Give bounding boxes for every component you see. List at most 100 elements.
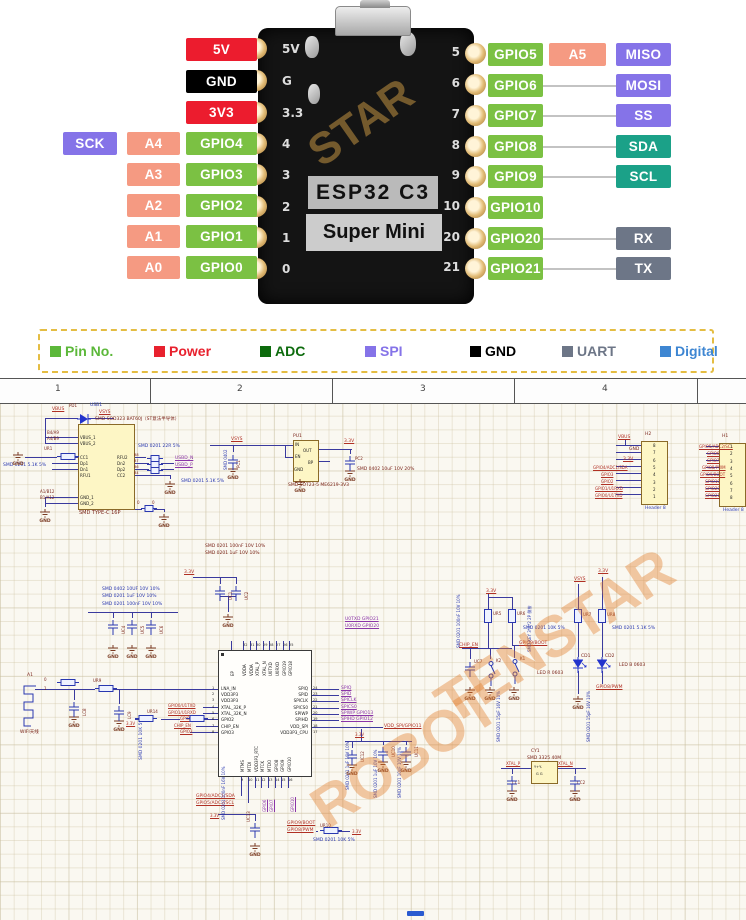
ground-symbol: GND xyxy=(505,687,523,703)
wire xyxy=(161,463,174,464)
board-pad-right xyxy=(465,43,486,64)
wire xyxy=(154,509,164,510)
wire xyxy=(310,727,383,728)
wire xyxy=(133,469,149,470)
capacitor-symbol xyxy=(346,750,358,765)
sch-text: SMD SOT23-5 ME6219-3V3 xyxy=(288,483,350,488)
pinout-label-a1: A1 xyxy=(127,225,180,248)
sch-text: OUT xyxy=(303,448,312,453)
wire xyxy=(333,831,350,832)
sch-text: LC8 xyxy=(82,708,87,716)
sch-text: XTAL_P xyxy=(255,661,260,676)
wire xyxy=(200,719,218,720)
sch-text: VDD3P3_CPU xyxy=(280,730,308,735)
gnd-label: GND xyxy=(400,769,412,774)
sch-text: GPIO8/PWM xyxy=(287,828,314,833)
sch-text: SMD 0201 10K 5% xyxy=(523,626,565,631)
sch-text: GPIO6 xyxy=(707,451,720,456)
resistor-symbol xyxy=(484,609,492,623)
sch-text: G G xyxy=(536,772,543,776)
sch-text: VBUS_2 xyxy=(80,441,96,446)
board-pad-right xyxy=(465,197,486,218)
sch-text: 5 xyxy=(730,473,733,479)
sch-text: A1/B12 xyxy=(40,489,55,494)
ground-symbol: GND xyxy=(246,843,264,859)
sch-text: GPIO21 xyxy=(705,493,720,498)
sch-text: GPIO1/U1RXD xyxy=(595,486,623,491)
gnd-label: GND xyxy=(569,798,581,803)
column-number: 1 xyxy=(55,384,61,394)
resistor-symbol xyxy=(57,679,79,686)
sch-text: 24 xyxy=(313,686,318,690)
wire xyxy=(88,418,114,419)
wire xyxy=(131,509,142,510)
sch-text: RFU1 xyxy=(80,473,91,478)
wire xyxy=(616,480,641,481)
ground-symbol: GND xyxy=(481,687,499,703)
gnd-label: GND xyxy=(145,655,157,660)
pinout-label-5v: 5V xyxy=(186,38,257,61)
legend-swatch xyxy=(562,345,573,357)
wire xyxy=(45,497,78,498)
sch-text: SPICLK xyxy=(341,698,357,703)
wire xyxy=(283,641,284,650)
component-body xyxy=(719,443,746,507)
wire xyxy=(193,577,236,578)
sch-text: XTAL_N xyxy=(262,661,267,676)
wire xyxy=(706,488,719,489)
pinout-label-gpio5: GPIO5 xyxy=(488,43,543,66)
wire xyxy=(616,459,641,460)
sch-text: CC2 xyxy=(577,780,586,785)
wire xyxy=(488,597,512,598)
wire xyxy=(706,481,719,482)
usb-connector-tab xyxy=(360,0,390,8)
sch-text: UC7 xyxy=(474,659,483,664)
sch-text: GPIO9/BOOT xyxy=(519,641,548,646)
sch-text: CHIP_EN xyxy=(174,723,191,728)
sch-text: 6 xyxy=(653,457,656,463)
board-pin-text-left: 0 xyxy=(282,262,291,276)
sch-text: GPIO19 xyxy=(282,661,287,676)
sch-text: VBUS xyxy=(52,407,65,412)
sch-text: VBUS xyxy=(618,435,631,440)
gnd-label: GND xyxy=(572,706,584,711)
board-pin-text-right: 21 xyxy=(443,260,460,274)
sch-text: GPIO4/ADC1/SDA xyxy=(593,465,628,470)
board-pad-right xyxy=(465,228,486,249)
wire xyxy=(203,707,218,708)
sch-text: VDDA xyxy=(249,664,254,676)
wire xyxy=(578,584,579,611)
column-tick xyxy=(514,379,515,403)
sch-text: SMD 0402 10uF 10V 20% xyxy=(357,467,415,472)
wire xyxy=(361,729,362,741)
sch-text: GPIO3 xyxy=(221,730,234,735)
sch-text: LED B 0603 xyxy=(619,663,646,668)
legend-label: Power xyxy=(169,343,212,359)
sch-text: GPIO0/U1TXD xyxy=(595,493,623,498)
resistor-symbol xyxy=(57,453,79,460)
legend-item-gnd: GND xyxy=(470,343,516,359)
sch-text: 3.3V xyxy=(355,732,365,737)
sch-text: 3.3V xyxy=(210,813,220,818)
legend-item-pin-no-: Pin No. xyxy=(50,343,113,359)
sch-text: SMD 0201 5.1K 5% xyxy=(181,479,225,484)
sch-text: PU1 xyxy=(293,434,302,439)
column-number: 4 xyxy=(602,384,608,394)
gnd-label: GND xyxy=(12,462,24,467)
resistor-symbol xyxy=(508,609,516,623)
wire xyxy=(285,457,293,458)
board-pin-text-right: 6 xyxy=(451,76,460,90)
legend-label: SPI xyxy=(380,343,403,359)
sch-text: GPIO2 xyxy=(221,717,234,722)
sch-text: K2 xyxy=(496,658,502,663)
sch-text: 18 xyxy=(313,724,318,728)
sch-text: 9 xyxy=(241,778,244,782)
sch-text: 2 xyxy=(730,451,733,457)
legend-item-digital: Digital xyxy=(660,343,718,359)
capacitor-symbol xyxy=(107,620,119,635)
sch-text: GND xyxy=(294,467,304,472)
wire xyxy=(243,641,244,650)
legend-label: ADC xyxy=(275,343,306,359)
